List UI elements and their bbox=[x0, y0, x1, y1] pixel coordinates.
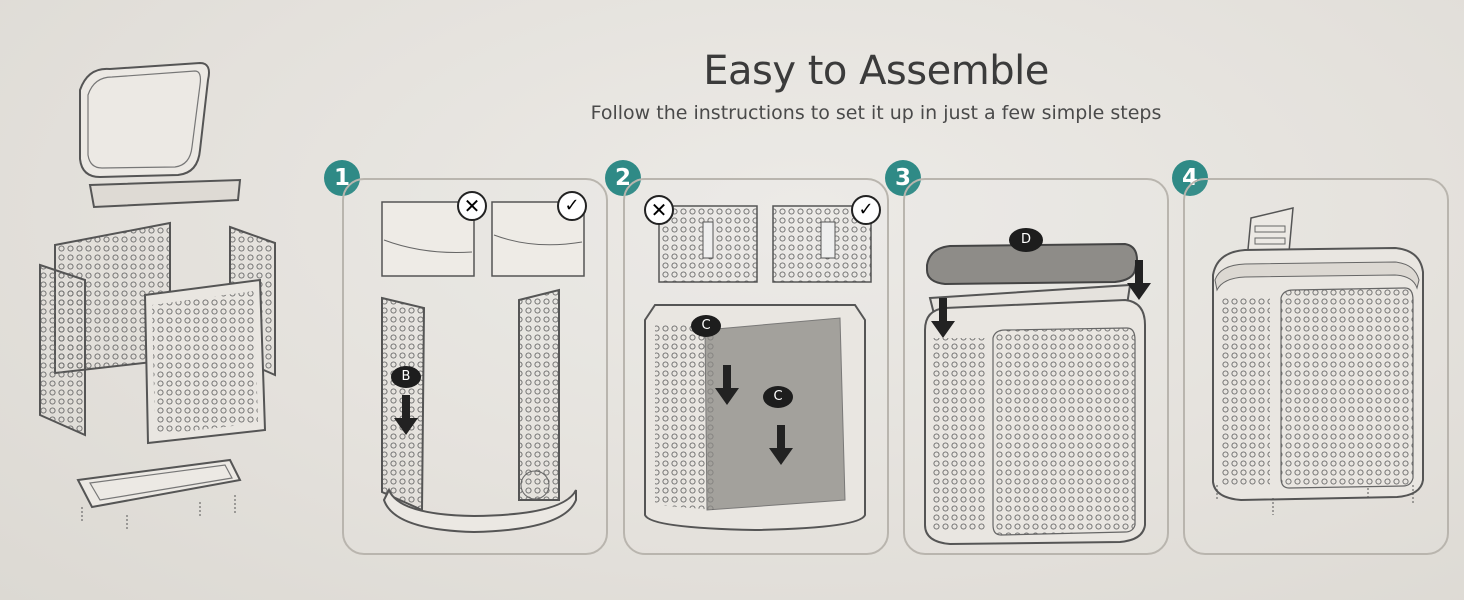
wrong-icon: ✕ bbox=[644, 195, 674, 225]
wrong-icon: ✕ bbox=[457, 191, 487, 221]
step-panel-2: ✕ ✓ C C bbox=[623, 178, 889, 555]
step-1-illustration bbox=[381, 201, 585, 534]
side-panel-left bbox=[39, 263, 86, 437]
part-label-c-2: C bbox=[763, 386, 793, 408]
check-icon: ✓ bbox=[851, 195, 881, 225]
page-subtitle: Follow the instructions to set it up in … bbox=[590, 102, 1162, 124]
lid-part bbox=[79, 61, 242, 209]
exploded-hamper-illustration bbox=[39, 61, 276, 531]
step-2-illustration bbox=[644, 205, 872, 532]
part-label-d: D bbox=[1009, 228, 1043, 252]
step-3-illustration bbox=[924, 242, 1151, 546]
step-panel-3: D bbox=[903, 178, 1169, 555]
step-panel-1: ✕ ✓ B bbox=[342, 178, 608, 555]
step-4-illustration bbox=[1212, 207, 1424, 515]
check-icon: ✓ bbox=[557, 191, 587, 221]
page-title: Easy to Assemble bbox=[703, 48, 1049, 94]
step-badge-2: 2 bbox=[605, 160, 641, 196]
part-label-b: B bbox=[391, 366, 421, 388]
part-label-c-1: C bbox=[691, 315, 721, 337]
step-panel-4 bbox=[1183, 178, 1449, 555]
base-part bbox=[76, 458, 242, 531]
